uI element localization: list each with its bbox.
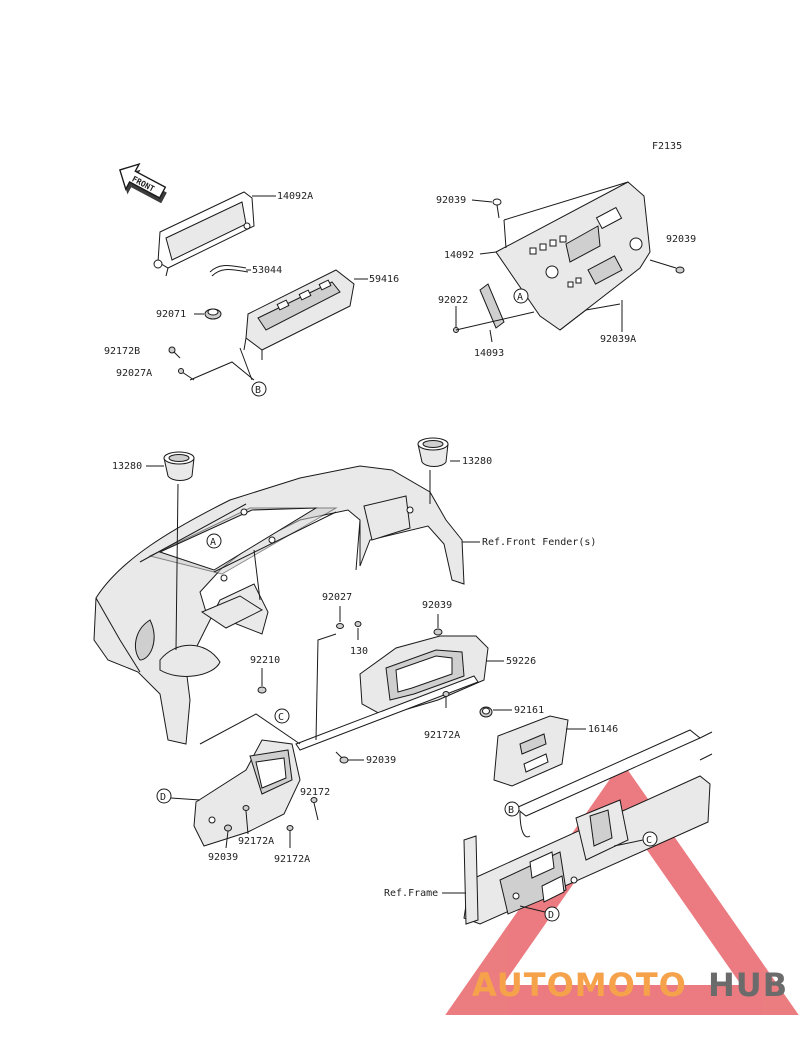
label-13280-right: 13280 (462, 456, 492, 467)
leader (455, 311, 535, 331)
screw-92027 (336, 623, 344, 629)
label-92210: 92210 (250, 655, 280, 666)
lower-bracket-rail (295, 633, 479, 751)
callout-c-main (274, 708, 290, 724)
label-92039-mid: 92039 (422, 600, 452, 611)
watermark: AUTOMOTO HUB (472, 966, 788, 1004)
leader (559, 309, 587, 331)
screw-92039-mid (433, 614, 443, 636)
label-92172A-low1: 92172A (238, 836, 274, 847)
screw-92039-right (675, 266, 685, 274)
figure-code: F2135 (652, 141, 682, 152)
front-arrow: FRONT (119, 162, 167, 204)
ref-frame: Ref.Frame (384, 888, 438, 899)
bolt-92172A-low1 (242, 805, 250, 835)
callout-a-main (206, 533, 222, 549)
leader (489, 329, 493, 343)
watermark-automoto: AUTOMOTO (472, 966, 687, 1004)
label-92027: 92027 (322, 592, 352, 603)
label-92039-bottom: 92039 (208, 852, 238, 863)
label-92039-right: 92039 (666, 234, 696, 245)
label-92039-low: 92039 (366, 755, 396, 766)
label-13280-left: 13280 (112, 461, 142, 472)
grommet-92071 (204, 308, 222, 320)
callout-a-main-label: A (210, 537, 216, 548)
clip-92210 (257, 686, 267, 694)
callout-d-main (156, 788, 172, 804)
label-130: 130 (350, 646, 368, 657)
callout-b-frame (504, 801, 520, 817)
screw-92039-low (335, 751, 349, 764)
callout-c-main-label: C (278, 712, 284, 723)
label-92022: 92022 (438, 295, 468, 306)
leader (649, 259, 677, 269)
label-92172B: 92172B (104, 346, 140, 357)
strip-14093 (479, 283, 505, 329)
label-92172: 92172 (300, 787, 330, 798)
callout-b-top-label: B (255, 385, 261, 396)
nut-130 (354, 621, 362, 627)
callout-b-top (251, 381, 267, 397)
label-14093: 14093 (474, 348, 504, 359)
leader (503, 181, 629, 221)
callout-d-main-label: D (160, 792, 166, 803)
callout-c-frame-label: C (646, 835, 652, 846)
clip-53044 (209, 265, 249, 277)
label-14092A: 14092A (277, 191, 313, 202)
dash-cover-59226 (359, 635, 489, 717)
bolt-92172B (168, 346, 181, 359)
meter-bezel-14092A (153, 191, 255, 277)
leader (471, 199, 493, 203)
label-59416: 59416 (369, 274, 399, 285)
label-92039-top: 92039 (436, 195, 466, 206)
leader (239, 347, 253, 381)
label-59226: 59226 (506, 656, 536, 667)
label-53044: 53044 (252, 265, 282, 276)
callout-b-frame-label: B (508, 805, 514, 816)
leader (519, 905, 546, 913)
label-92161: 92161 (514, 705, 544, 716)
cup-holder-13280-left (163, 451, 195, 481)
bolt-92172 (310, 797, 319, 821)
callout-d-frame (544, 906, 560, 922)
leader (189, 361, 255, 381)
leader (585, 303, 621, 311)
leader (170, 797, 201, 801)
watermark-hub: HUB (708, 966, 788, 1004)
label-14092: 14092 (444, 250, 474, 261)
callout-a-top-label: A (517, 292, 523, 303)
leader (479, 251, 497, 255)
label-92172A-low2: 92172A (274, 854, 310, 865)
label-92039A: 92039A (600, 334, 636, 345)
callout-c-frame (642, 831, 658, 847)
cup-holder-13280-right (417, 437, 449, 467)
bolt-92172A-low2 (286, 825, 294, 848)
leader (613, 839, 644, 847)
label-92027A: 92027A (116, 368, 152, 379)
lower-left-bracket (193, 739, 301, 847)
meter-59416 (243, 269, 355, 360)
leader (175, 483, 179, 651)
dash-panel-14092 (495, 181, 651, 331)
label-16146: 16146 (588, 724, 618, 735)
leader (503, 219, 507, 249)
callout-d-frame-label: D (548, 910, 554, 921)
leader (199, 713, 301, 745)
callout-a-top (513, 288, 529, 304)
screw-92039-bottom (224, 824, 232, 849)
label-92172A-mid: 92172A (424, 730, 460, 741)
bolt-92172A-mid (442, 691, 450, 708)
label-92071: 92071 (156, 309, 186, 320)
screw-92039-top (492, 198, 502, 219)
grommet-92161 (479, 706, 493, 718)
ref-front-fender: Ref.Front Fender(s) (482, 537, 596, 548)
glove-box-lid-16146 (493, 715, 569, 787)
screw-92027A (178, 368, 195, 381)
frame-structure (463, 729, 713, 925)
dashboard-main (93, 465, 465, 745)
